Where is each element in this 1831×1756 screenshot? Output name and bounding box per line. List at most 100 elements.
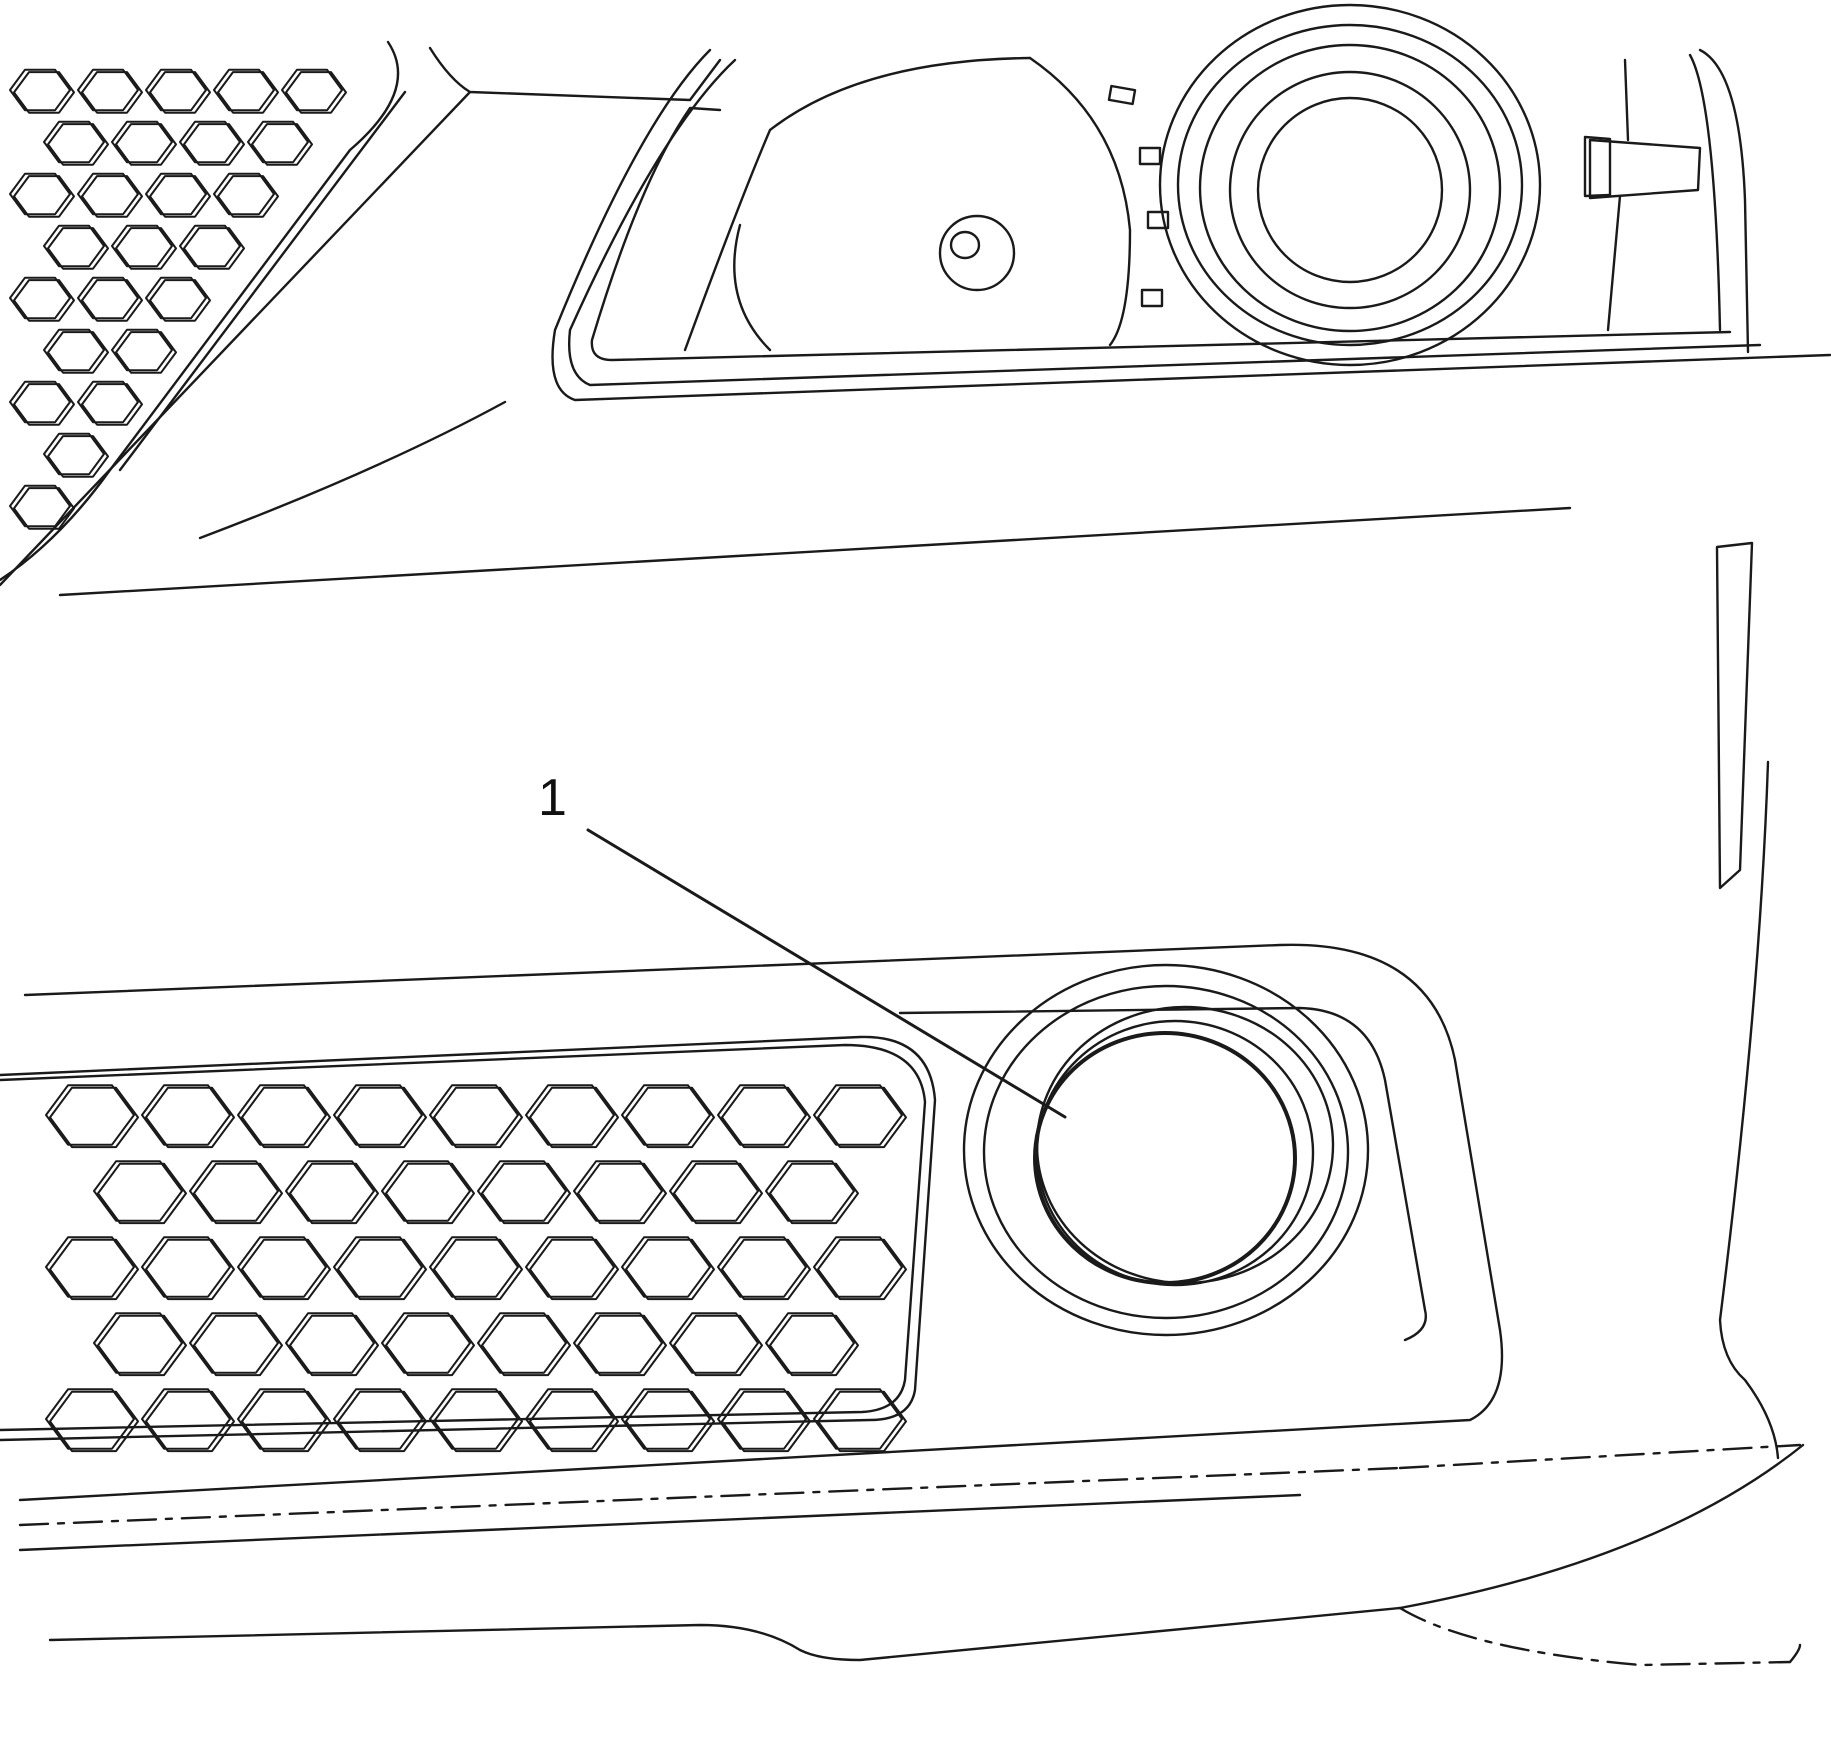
callout-number: 1 bbox=[538, 769, 567, 827]
grille-hex-cell bbox=[625, 1390, 715, 1453]
grille-hex-cell bbox=[625, 1086, 715, 1149]
grille-hex-cell bbox=[285, 1160, 375, 1222]
lower-grille-mesh bbox=[45, 1084, 907, 1453]
grille-hex-cell bbox=[525, 1236, 615, 1298]
grille-hex-cell bbox=[577, 1162, 667, 1225]
grille-hex-cell bbox=[333, 1388, 423, 1450]
fog-lamp bbox=[962, 963, 1370, 1337]
grille-hex-cell bbox=[43, 224, 105, 268]
grille-hex-cell bbox=[115, 331, 177, 374]
grille-hex-cell bbox=[241, 1086, 331, 1149]
grille-hex-cell bbox=[81, 175, 143, 218]
grille-hex-cell bbox=[717, 1084, 807, 1146]
grille-hex-cell bbox=[251, 123, 313, 166]
grille-hex-cell bbox=[111, 120, 173, 164]
grille-hex-cell bbox=[213, 172, 275, 216]
grille-hex-cell bbox=[247, 120, 309, 164]
grille-hex-cell bbox=[43, 432, 105, 476]
grille-hex-cell bbox=[669, 1160, 759, 1222]
grille-hex-cell bbox=[43, 328, 105, 372]
grille-hex-cell bbox=[285, 1312, 375, 1374]
grille-hex-cell bbox=[13, 279, 75, 322]
headlamp-assembly bbox=[551, 3, 1831, 402]
grille-hex-cell bbox=[77, 380, 139, 424]
grille-hex-cell bbox=[97, 1314, 187, 1377]
grille-hex-cell bbox=[45, 1084, 135, 1146]
grille-hex-cell bbox=[433, 1390, 523, 1453]
grille-hex-cell bbox=[111, 328, 173, 372]
grille-hex-cell bbox=[237, 1388, 327, 1450]
grille-hex-cell bbox=[717, 1388, 807, 1450]
grille-hex-cell bbox=[217, 175, 279, 218]
grille-hex-cell bbox=[237, 1084, 327, 1146]
grille-hex-cell bbox=[149, 71, 211, 114]
grille-hex-cell bbox=[433, 1086, 523, 1149]
grille-hex-cell bbox=[765, 1312, 855, 1374]
grille-hex-cell bbox=[77, 68, 139, 112]
grille-hex-cell bbox=[81, 383, 143, 426]
grille-hex-cell bbox=[817, 1390, 907, 1453]
grille-hex-cell bbox=[141, 1236, 231, 1298]
grille-hex-cell bbox=[333, 1236, 423, 1298]
upper-grille-mesh bbox=[9, 68, 347, 530]
grille-hex-cell bbox=[621, 1388, 711, 1450]
grille-hex-cell bbox=[47, 435, 109, 478]
grille-hex-cell bbox=[217, 71, 279, 114]
grille-hex-cell bbox=[385, 1162, 475, 1225]
grille-hex-cell bbox=[281, 68, 343, 112]
grille-hex-cell bbox=[213, 68, 275, 112]
grille-hex-cell bbox=[721, 1390, 811, 1453]
grille-hex-cell bbox=[49, 1390, 139, 1453]
grille-hex-cell bbox=[145, 172, 207, 216]
grille-hex-cell bbox=[45, 1388, 135, 1450]
grille-hex-cell bbox=[193, 1162, 283, 1225]
grille-hex-cell bbox=[93, 1312, 183, 1374]
grille-hex-cell bbox=[13, 383, 75, 426]
lower-bumper bbox=[0, 943, 1805, 1667]
grille-hex-cell bbox=[529, 1238, 619, 1301]
grille-hex-cell bbox=[573, 1160, 663, 1222]
grille-hex-cell bbox=[189, 1312, 279, 1374]
fender-trim bbox=[1715, 541, 1780, 1460]
grille-hex-cell bbox=[241, 1390, 331, 1453]
grille-hex-cell bbox=[673, 1162, 763, 1225]
grille-hex-cell bbox=[179, 224, 241, 268]
grille-hex-cell bbox=[145, 68, 207, 112]
grille-hex-cell bbox=[337, 1086, 427, 1149]
callout-leader-line bbox=[586, 828, 1067, 1119]
grille-hex-cell bbox=[179, 120, 241, 164]
grille-hex-cell bbox=[481, 1314, 571, 1377]
grille-hex-cell bbox=[111, 224, 173, 268]
grille-hex-cell bbox=[813, 1084, 903, 1146]
grille-hex-cell bbox=[9, 380, 71, 424]
grille-hex-cell bbox=[47, 331, 109, 374]
grille-hex-cell bbox=[765, 1160, 855, 1222]
grille-hex-cell bbox=[337, 1238, 427, 1301]
grille-hex-cell bbox=[813, 1388, 903, 1450]
grille-hex-cell bbox=[673, 1314, 763, 1377]
grille-hex-cell bbox=[717, 1236, 807, 1298]
grille-hex-cell bbox=[577, 1314, 667, 1377]
grille-hex-cell bbox=[145, 1390, 235, 1453]
grille-hex-cell bbox=[145, 276, 207, 320]
grille-hex-cell bbox=[477, 1312, 567, 1374]
grille-hex-cell bbox=[529, 1390, 619, 1453]
grille-hex-cell bbox=[9, 276, 71, 320]
grille-hex-cell bbox=[481, 1162, 571, 1225]
grille-hex-cell bbox=[145, 1238, 235, 1301]
upper-grille bbox=[0, 40, 407, 582]
grille-hex-cell bbox=[381, 1312, 471, 1374]
grille-hex-cell bbox=[289, 1314, 379, 1377]
grille-hex-cell bbox=[47, 123, 109, 166]
grille-hex-cell bbox=[81, 279, 143, 322]
grille-hex-cell bbox=[241, 1238, 331, 1301]
grille-hex-cell bbox=[13, 175, 75, 218]
grille-hex-cell bbox=[77, 276, 139, 320]
grille-hex-cell bbox=[433, 1238, 523, 1301]
grille-hex-cell bbox=[81, 71, 143, 114]
grille-hex-cell bbox=[145, 1086, 235, 1149]
grille-hex-cell bbox=[285, 71, 347, 114]
grille-hex-cell bbox=[97, 1162, 187, 1225]
grille-hex-cell bbox=[817, 1086, 907, 1149]
